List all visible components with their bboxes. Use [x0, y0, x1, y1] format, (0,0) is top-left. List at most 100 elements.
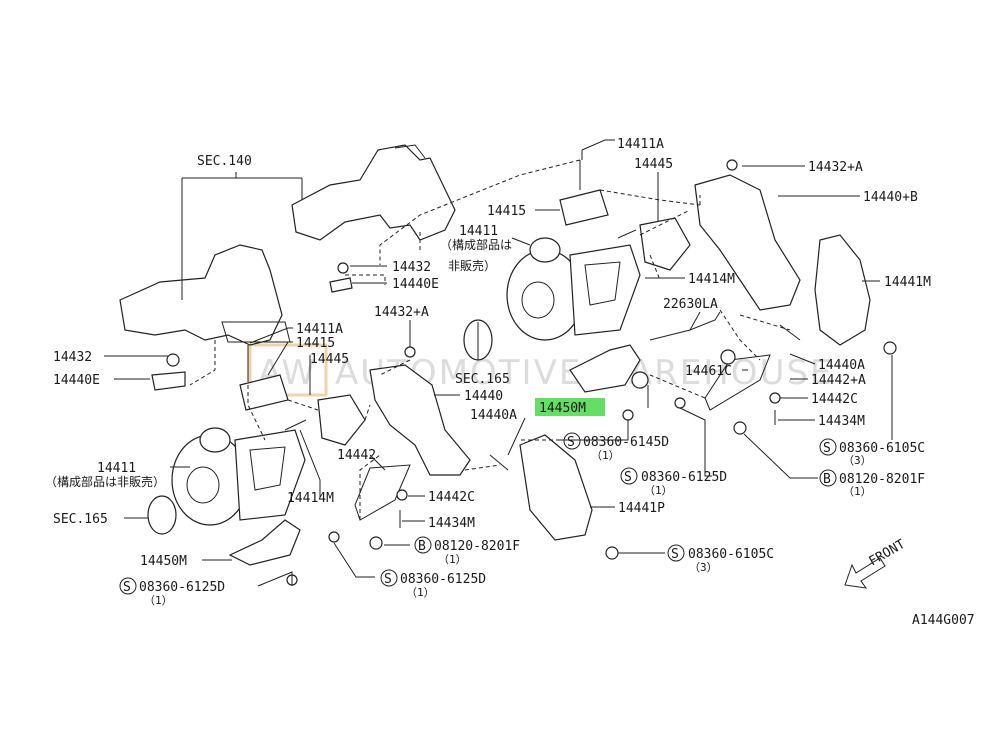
label-14461c[interactable]: 14461C [685, 364, 732, 379]
gasket-14445-right [639, 217, 691, 271]
label-08120-8201f-right[interactable]: 08120-8201F [839, 472, 925, 487]
label-sec165-mid[interactable]: SEC.165 [455, 372, 510, 387]
qty-08360-6125d-bottom: （1） [406, 586, 435, 599]
label-08360-6125d-mid[interactable]: 08360-6125D [641, 470, 727, 485]
label-08360-6125d-bottom[interactable]: 08360-6125D [400, 572, 486, 587]
nut-14432-mid [337, 262, 349, 274]
bracket-14442-right [704, 354, 771, 411]
qty-08360-6105c-right: （3） [843, 454, 872, 467]
label-22630la[interactable]: 22630LA [663, 297, 718, 312]
label-08360-6145d[interactable]: 08360-6145D [583, 435, 669, 450]
washer-14442c-left [396, 489, 408, 501]
label-14442a[interactable]: 14442+A [811, 373, 866, 388]
label-14440a-mid[interactable]: 14440A [470, 408, 517, 423]
label-14442c-right[interactable]: 14442C [811, 392, 858, 407]
label-14440e-left[interactable]: 14440E [53, 373, 100, 388]
label-14414m-left[interactable]: 14414M [287, 491, 334, 506]
label-14411a-left[interactable]: 14411A [296, 322, 343, 337]
symbol-s: S [823, 441, 831, 456]
label-14415-left[interactable]: 14415 [296, 336, 335, 351]
heat-shield-14441p [519, 434, 593, 541]
label-14445-left[interactable]: 14445 [310, 352, 349, 367]
stud-14414m-right [617, 229, 637, 239]
label-14442c-left[interactable]: 14442C [428, 490, 475, 505]
label-14440e-mid[interactable]: 14440E [392, 277, 439, 292]
label-14442[interactable]: 14442 [337, 448, 376, 463]
label-14432-mid[interactable]: 14432 [392, 260, 431, 275]
label-14434m-right[interactable]: 14434M [818, 414, 865, 429]
front-indicator: FRONT [844, 537, 909, 589]
highlight-14450m [535, 398, 605, 416]
label-08120-8201f-left[interactable]: 08120-8201F [434, 539, 520, 554]
label-14432-left[interactable]: 14432 [53, 350, 92, 365]
heat-shield-14441m [814, 234, 871, 346]
symbols: S S S B B S S S [119, 432, 837, 595]
label-jp-right: （構成部品は [440, 237, 512, 252]
label-14411-right[interactable]: 14411 [459, 224, 498, 239]
label-sec140[interactable]: SEC.140 [197, 154, 252, 169]
stud-14440a-right [779, 324, 801, 341]
label-14441p[interactable]: 14441P [618, 501, 665, 516]
label-sec165-left[interactable]: SEC.165 [53, 512, 108, 527]
label-14432a-mid[interactable]: 14432+A [374, 305, 429, 320]
label-14411-left[interactable]: 14411 [97, 461, 136, 476]
label-14432a-right[interactable]: 14432+A [808, 160, 863, 175]
symbol-s: S [671, 547, 679, 562]
label-14415-right[interactable]: 14415 [487, 204, 526, 219]
gasket-14445-left [317, 394, 366, 446]
label-14440a-right[interactable]: 14440A [818, 358, 865, 373]
label-14414m-right[interactable]: 14414M [688, 272, 735, 287]
label-14441m[interactable]: 14441M [884, 275, 931, 290]
bolt-08360-6125d-bottom [328, 531, 340, 543]
plug-14461c [720, 349, 736, 365]
symbol-s: S [123, 580, 131, 595]
qty-08360-6125d-left: （1） [144, 594, 173, 607]
turbocharger-right [506, 237, 641, 341]
elbow-14440-left [369, 364, 471, 476]
diagram-code: A144G007 [912, 613, 975, 628]
bracket-14442-left [354, 464, 411, 521]
label-08360-6105c-right[interactable]: 08360-6105C [839, 441, 925, 456]
qty-08120-8201f-left: （1） [438, 553, 467, 566]
label-14450m-highlighted[interactable]: 14450M [539, 401, 586, 416]
exhaust-manifold-lower [119, 244, 283, 346]
label-14434m-left[interactable]: 14434M [428, 516, 475, 531]
part-labels: SEC.140 14411A 14445 14432+A 14440+B 144… [45, 137, 931, 607]
symbol-s: S [567, 435, 575, 450]
label-08360-6105c-bottom[interactable]: 08360-6105C [688, 547, 774, 562]
oxygen-sensor-body [631, 371, 649, 389]
label-14411a-right[interactable]: 14411A [617, 137, 664, 152]
symbol-s: S [624, 470, 632, 485]
label-14445-right[interactable]: 14445 [634, 157, 673, 172]
bolt-08360-6105c-bottom [605, 546, 619, 560]
qty-08360-6125d-mid: （1） [644, 484, 673, 497]
bolt-08360-6145d [622, 409, 634, 421]
nut-14432a-right [726, 159, 738, 171]
nut-14432a-mid [404, 346, 416, 358]
label-14440b[interactable]: 14440+B [863, 190, 918, 205]
front-label: FRONT [867, 537, 909, 570]
leader-lines [104, 139, 893, 587]
symbol-b: B [418, 539, 426, 554]
label-14440[interactable]: 14440 [464, 389, 503, 404]
assembly-lines [189, 159, 791, 520]
turbocharger-left [171, 427, 306, 526]
nut-14432-left [166, 353, 180, 367]
oxygen-sensor [649, 311, 721, 341]
bolt-08360-6125d-mid [674, 397, 686, 409]
label-14450m-left[interactable]: 14450M [140, 554, 187, 569]
symbol-b: B [823, 472, 831, 487]
qty-08120-8201f-right: （1） [843, 485, 872, 498]
bolt-08120-8201f-left [369, 536, 383, 550]
watermark-logo-frame [248, 343, 328, 397]
qty-08360-6105c-bottom: （3） [689, 561, 718, 574]
symbol-s: S [384, 572, 392, 587]
label-08360-6125d-left[interactable]: 08360-6125D [139, 580, 225, 595]
bolt-08120-8201f-right [733, 421, 747, 435]
bracket-14440e-mid [329, 277, 353, 293]
gasket-sec165-left [147, 495, 177, 535]
front-arrow-icon [844, 557, 886, 589]
qty-08360-6145d: （1） [591, 449, 620, 462]
